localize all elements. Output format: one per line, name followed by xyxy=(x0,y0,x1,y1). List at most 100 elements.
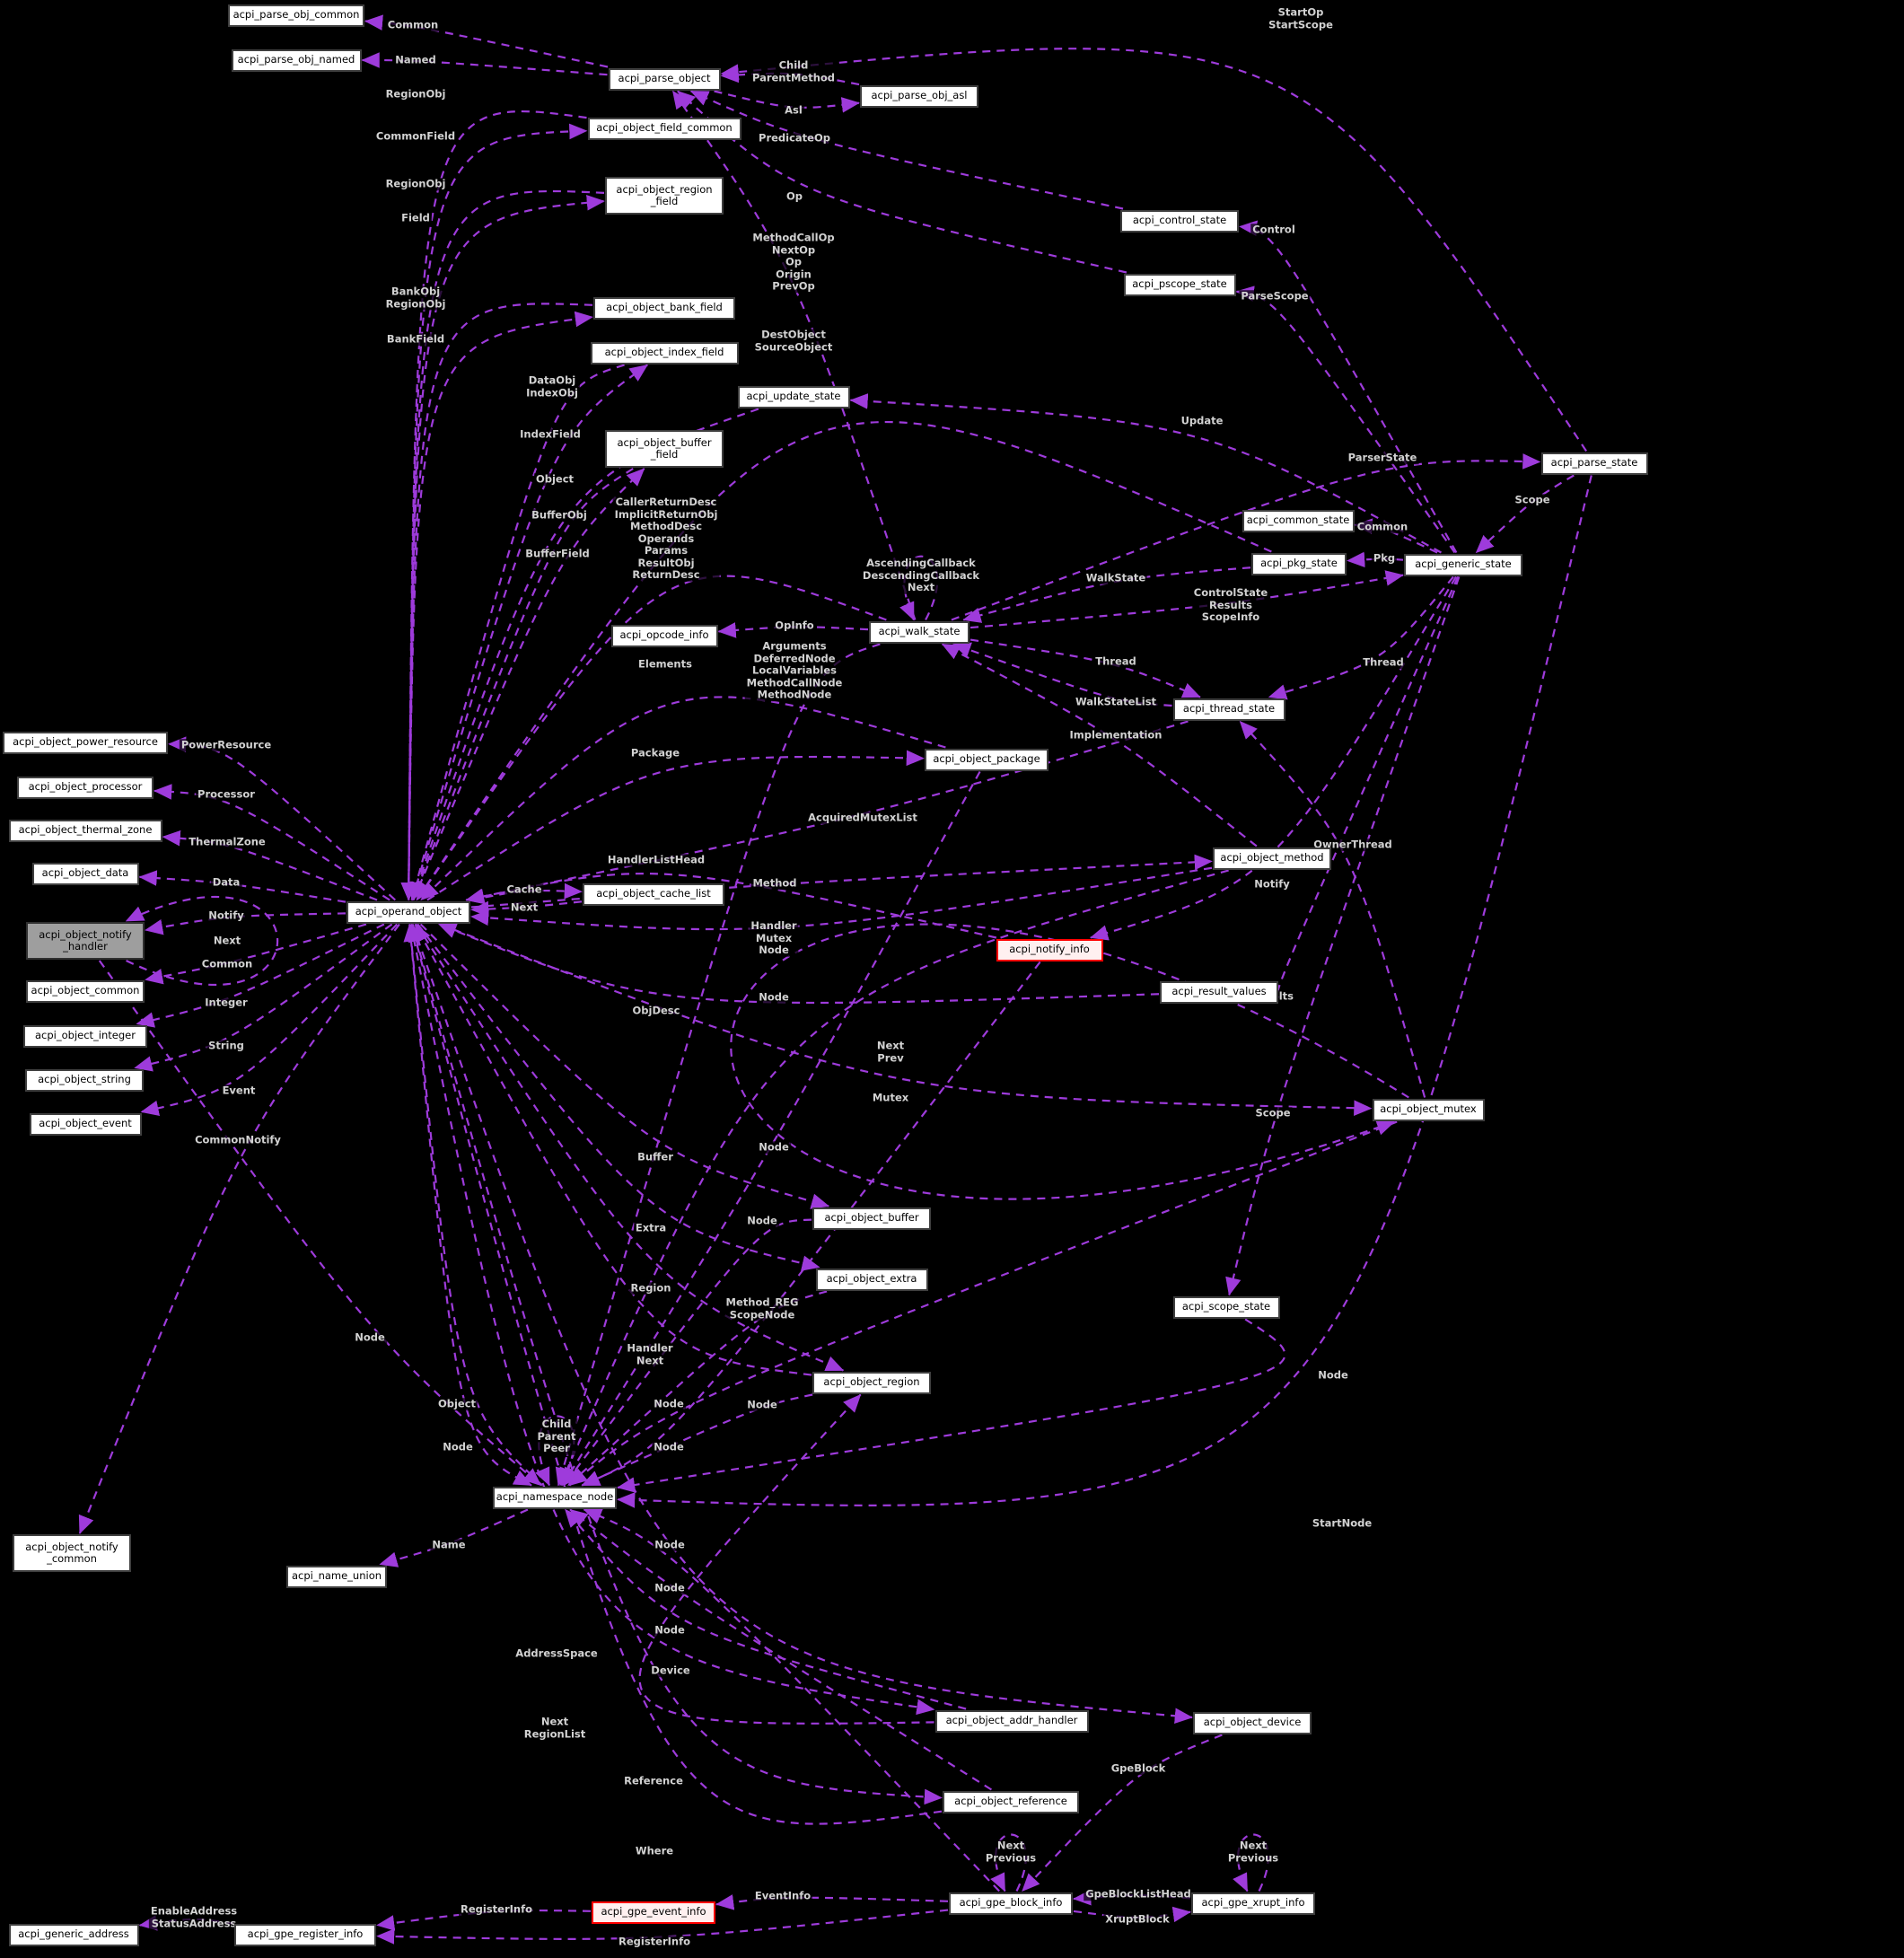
node-parse_obj_common[interactable]: acpi_parse_obj_common xyxy=(228,4,364,27)
node-notify_common[interactable]: acpi_object_notify _common xyxy=(13,1534,131,1572)
edge-object_reference-to-operand_object xyxy=(408,923,943,1825)
node-power_resource[interactable]: acpi_object_power_resource xyxy=(3,731,168,754)
node-bank_field[interactable]: acpi_object_bank_field xyxy=(593,296,735,320)
edge-object_method-to-operand_object xyxy=(470,866,1213,931)
node-gpe_event[interactable]: acpi_gpe_event_info xyxy=(592,1901,715,1924)
edge-operand_object-to-object_region xyxy=(415,923,845,1372)
node-object_extra[interactable]: acpi_object_extra xyxy=(815,1268,928,1291)
node-index_field[interactable]: acpi_object_index_field xyxy=(590,341,739,364)
node-generic_address[interactable]: acpi_generic_address xyxy=(8,1923,139,1946)
node-object_device[interactable]: acpi_object_device xyxy=(1193,1711,1312,1734)
edge-label-operand_object-to-processor: Processor xyxy=(196,787,257,801)
edge-label-gpe_block-to-gpe_event: EventInfo xyxy=(752,1889,813,1902)
node-notify_info[interactable]: acpi_notify_info xyxy=(996,938,1103,961)
node-object_common[interactable]: acpi_object_common xyxy=(26,979,145,1003)
node-generic_state[interactable]: acpi_generic_state xyxy=(1404,553,1522,576)
edge-operand_object-to-object_event xyxy=(140,923,398,1117)
node-common_state[interactable]: acpi_common_state xyxy=(1242,509,1355,532)
edge-operand_object-to-object_string xyxy=(134,923,393,1072)
node-region_field[interactable]: acpi_object_region _field xyxy=(605,177,724,215)
node-object_integer[interactable]: acpi_object_integer xyxy=(23,1024,147,1048)
node-name_union[interactable]: acpi_name_union xyxy=(286,1565,387,1588)
edge-label-operand_object-to-thermal_zone: ThermalZone xyxy=(187,835,268,848)
node-parse_object[interactable]: acpi_parse_object xyxy=(608,67,721,91)
node-scope_state[interactable]: acpi_scope_state xyxy=(1172,1295,1280,1319)
node-walk_state[interactable]: acpi_walk_state xyxy=(869,620,970,644)
edge-object_extra-to-namespace_node xyxy=(567,1290,828,1487)
edge-label-notify_info-to-operand_object: HandlerListHead xyxy=(605,853,707,866)
edge-label-operand_object-to-object_extra: Extra xyxy=(633,1221,669,1234)
node-result_values[interactable]: acpi_result_values xyxy=(1160,980,1278,1004)
edge-label-gpe_register-to-generic_address: EnableAddress StatusAddress xyxy=(148,1904,240,1930)
edge-label-pkg_state-to-operand_object: DestObject SourceObject xyxy=(752,328,835,354)
edge-object_mutex-to-object_mutex xyxy=(730,923,1409,1200)
node-object_buffer[interactable]: acpi_object_buffer xyxy=(812,1207,931,1230)
node-object_package[interactable]: acpi_object_package xyxy=(925,748,1049,771)
edge-operand_object-to-object_integer xyxy=(136,923,385,1028)
node-object_string[interactable]: acpi_object_string xyxy=(25,1068,144,1092)
edge-label-operand_object-to-object_region: Region xyxy=(628,1281,673,1295)
edge-label-operand_object-to-object_string: String xyxy=(206,1039,246,1052)
node-thread_state[interactable]: acpi_thread_state xyxy=(1172,698,1285,721)
node-pkg_state[interactable]: acpi_pkg_state xyxy=(1251,552,1347,575)
edge-label-cache_list-to-operand_object: Next xyxy=(508,900,540,914)
node-thermal_zone[interactable]: acpi_object_thermal_zone xyxy=(8,819,162,842)
edge-label-result_values-to-operand_object: ObjDesc xyxy=(630,1004,682,1017)
edge-label-notify_info-to-namespace_node: Node xyxy=(652,1440,686,1453)
node-notify_handler[interactable]: acpi_object_notify _handler xyxy=(26,922,145,960)
edge-label-walk_state-to-opcode_info: OpInfo xyxy=(773,619,816,632)
node-pscope_state[interactable]: acpi_pscope_state xyxy=(1123,273,1236,296)
node-gpe_xrupt[interactable]: acpi_gpe_xrupt_info xyxy=(1191,1892,1315,1915)
edge-parse_state-to-parse_object xyxy=(720,48,1587,452)
node-namespace_node[interactable]: acpi_namespace_node xyxy=(493,1486,617,1509)
node-object_method[interactable]: acpi_object_method xyxy=(1213,847,1331,870)
edge-operand_object-to-object_buffer xyxy=(419,923,830,1209)
edge-label-object_reference-to-operand_object: Where xyxy=(633,1844,676,1857)
edge-label-walk_state-to-operand_object: CallerReturnDesc ImplicitReturnObj Metho… xyxy=(612,495,720,582)
edge-label-operand_object-to-object_reference: Reference xyxy=(622,1774,685,1787)
edge-label-operand_object-to-notify_handler: Notify xyxy=(206,909,246,922)
edge-label-addr_handler-to-namespace_node: Node xyxy=(653,1623,687,1637)
edge-label-walk_state-to-namespace_node: Arguments DeferredNode LocalVariables Me… xyxy=(744,639,845,701)
edge-label-object_mutex-to-object_mutex: Next Prev xyxy=(874,1039,907,1065)
node-addr_handler[interactable]: acpi_object_addr_handler xyxy=(934,1709,1089,1733)
edge-operand_object-to-namespace_node xyxy=(408,924,532,1487)
edge-label-pkg_state-to-walk_state: WalkState xyxy=(1084,571,1148,584)
node-operand_object[interactable]: acpi_operand_object xyxy=(347,900,470,924)
node-parse_obj_named[interactable]: acpi_parse_obj_named xyxy=(231,48,362,72)
node-object_region[interactable]: acpi_object_region xyxy=(812,1371,931,1394)
edge-namespace_node-to-name_union xyxy=(379,1508,529,1567)
edge-operand_object-to-notify_common xyxy=(78,923,400,1534)
edge-operand_object-to-object_common xyxy=(145,923,367,985)
edge-label-thread_state-to-operand_object: AcquiredMutexList xyxy=(806,811,919,824)
edge-generic_state-to-common_state xyxy=(1354,518,1438,554)
node-update_state[interactable]: acpi_update_state xyxy=(737,385,850,408)
edge-operand_object-to-processor xyxy=(154,784,390,901)
node-object_reference[interactable]: acpi_object_reference xyxy=(943,1790,1079,1813)
node-parse_obj_asl[interactable]: acpi_parse_obj_asl xyxy=(860,84,978,108)
node-field_common[interactable]: acpi_object_field_common xyxy=(587,117,741,140)
edge-generic_state-to-scope_state xyxy=(1225,576,1461,1296)
node-processor[interactable]: acpi_object_processor xyxy=(17,776,154,799)
node-buffer_field[interactable]: acpi_object_buffer _field xyxy=(605,430,724,468)
edge-gpe_block-to-gpe_block xyxy=(990,1833,1027,1892)
node-gpe_register[interactable]: acpi_gpe_register_info xyxy=(234,1923,376,1946)
edge-label-operand_object-to-index_field: IndexField xyxy=(518,427,583,441)
node-object_data[interactable]: acpi_object_data xyxy=(31,862,139,885)
node-object_mutex[interactable]: acpi_object_mutex xyxy=(1372,1098,1485,1121)
edge-gpe_event-to-gpe_register xyxy=(376,1909,592,1931)
node-opcode_info[interactable]: acpi_opcode_info xyxy=(610,624,718,647)
node-control_state[interactable]: acpi_control_state xyxy=(1120,209,1239,233)
edge-label-object_region-to-operand_object: Handler Next xyxy=(625,1341,675,1367)
edge-label-operand_object-to-cache_list: Cache xyxy=(505,882,544,896)
node-parse_state[interactable]: acpi_parse_state xyxy=(1540,452,1648,475)
node-cache_list[interactable]: acpi_object_cache_list xyxy=(583,882,724,906)
edge-label-parse_state-to-namespace_node: StartNode xyxy=(1310,1516,1374,1530)
node-object_event[interactable]: acpi_object_event xyxy=(29,1112,142,1136)
edge-label-operand_object-to-notify_common: CommonNotify xyxy=(193,1133,283,1146)
edge-operand_object-to-bank_field xyxy=(408,311,593,900)
edge-label-parse_object-to-parse_obj_named: Named xyxy=(393,53,438,66)
node-gpe_block[interactable]: acpi_gpe_block_info xyxy=(949,1892,1073,1915)
edge-label-operand_object-to-region_field: Field xyxy=(399,211,432,224)
